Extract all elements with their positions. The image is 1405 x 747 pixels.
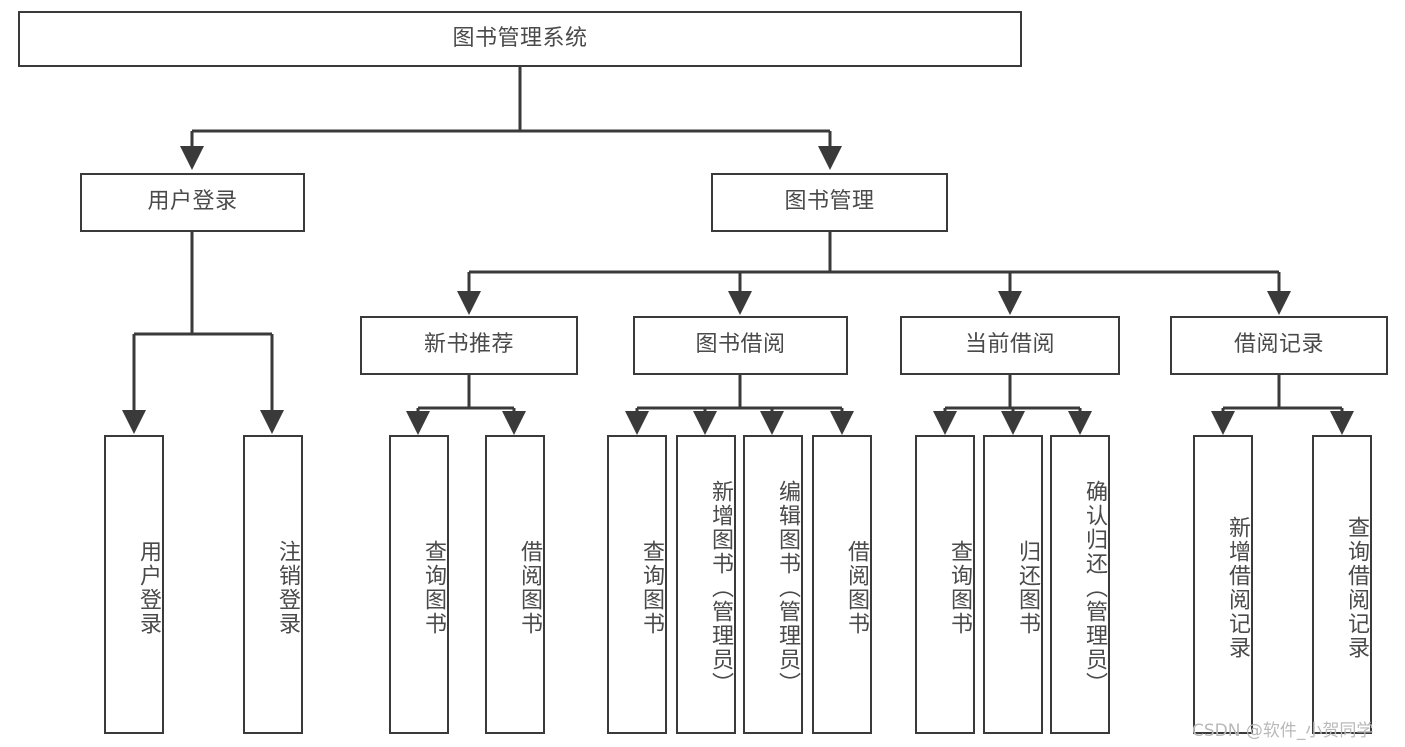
- node-new-book-recommend[interactable]: 新书推荐: [360, 316, 578, 375]
- node-label: 新增借阅记录: [1225, 515, 1250, 660]
- node-label: 查询图书: [639, 539, 664, 636]
- node-label: 查询借阅记录: [1344, 515, 1369, 660]
- leaf-book-borrow-borrow[interactable]: 借阅图书: [812, 435, 872, 734]
- node-label: 借阅图书: [517, 539, 542, 636]
- node-label: 新书推荐: [423, 332, 514, 358]
- leaf-book-borrow-add-admin[interactable]: 新增图书（管理员）: [676, 435, 736, 734]
- node-label: 图书借阅: [695, 332, 786, 358]
- leaf-borrow-record-add[interactable]: 新增借阅记录: [1193, 435, 1253, 734]
- leaf-book-borrow-edit-admin[interactable]: 编辑图书（管理员）: [743, 435, 803, 734]
- leaf-user-login-signout[interactable]: 注销登录: [243, 435, 303, 734]
- leaf-current-borrow-query[interactable]: 查询图书: [915, 435, 975, 734]
- leaf-book-borrow-query[interactable]: 查询图书: [607, 435, 667, 734]
- node-label: 图书管理: [784, 189, 875, 215]
- leaf-new-book-query[interactable]: 查询图书: [389, 435, 449, 734]
- leaf-user-login-signin[interactable]: 用户登录: [104, 435, 164, 734]
- node-label: 用户登录: [136, 539, 161, 636]
- node-label: 新增图书（管理员）: [708, 479, 733, 696]
- node-book-borrow[interactable]: 图书借阅: [633, 316, 848, 375]
- leaf-current-borrow-confirm-return-admin[interactable]: 确认归还（管理员）: [1050, 435, 1110, 734]
- node-root-book-management-system[interactable]: 图书管理系统: [18, 11, 1022, 67]
- node-label: 借阅图书: [844, 539, 869, 636]
- node-borrow-record[interactable]: 借阅记录: [1170, 316, 1388, 375]
- node-book-management[interactable]: 图书管理: [711, 173, 948, 232]
- node-label: 确认归还（管理员）: [1082, 479, 1107, 696]
- leaf-new-book-borrow[interactable]: 借阅图书: [485, 435, 545, 734]
- node-user-login[interactable]: 用户登录: [80, 173, 305, 232]
- node-current-borrow[interactable]: 当前借阅: [900, 316, 1120, 375]
- leaf-current-borrow-return[interactable]: 归还图书: [983, 435, 1043, 734]
- node-label: 注销登录: [275, 539, 300, 636]
- node-label: 查询图书: [421, 539, 446, 636]
- node-label: 归还图书: [1015, 539, 1040, 636]
- leaf-borrow-record-query[interactable]: 查询借阅记录: [1312, 435, 1372, 734]
- node-label: 借阅记录: [1233, 332, 1324, 358]
- node-label: 用户登录: [147, 189, 238, 215]
- csdn-watermark: CSDN @软件_小贺同学: [1192, 721, 1374, 741]
- node-label: 当前借阅: [964, 332, 1055, 358]
- node-label: 查询图书: [947, 539, 972, 636]
- node-label: 编辑图书（管理员）: [775, 479, 800, 696]
- node-label: 图书管理系统: [452, 25, 588, 51]
